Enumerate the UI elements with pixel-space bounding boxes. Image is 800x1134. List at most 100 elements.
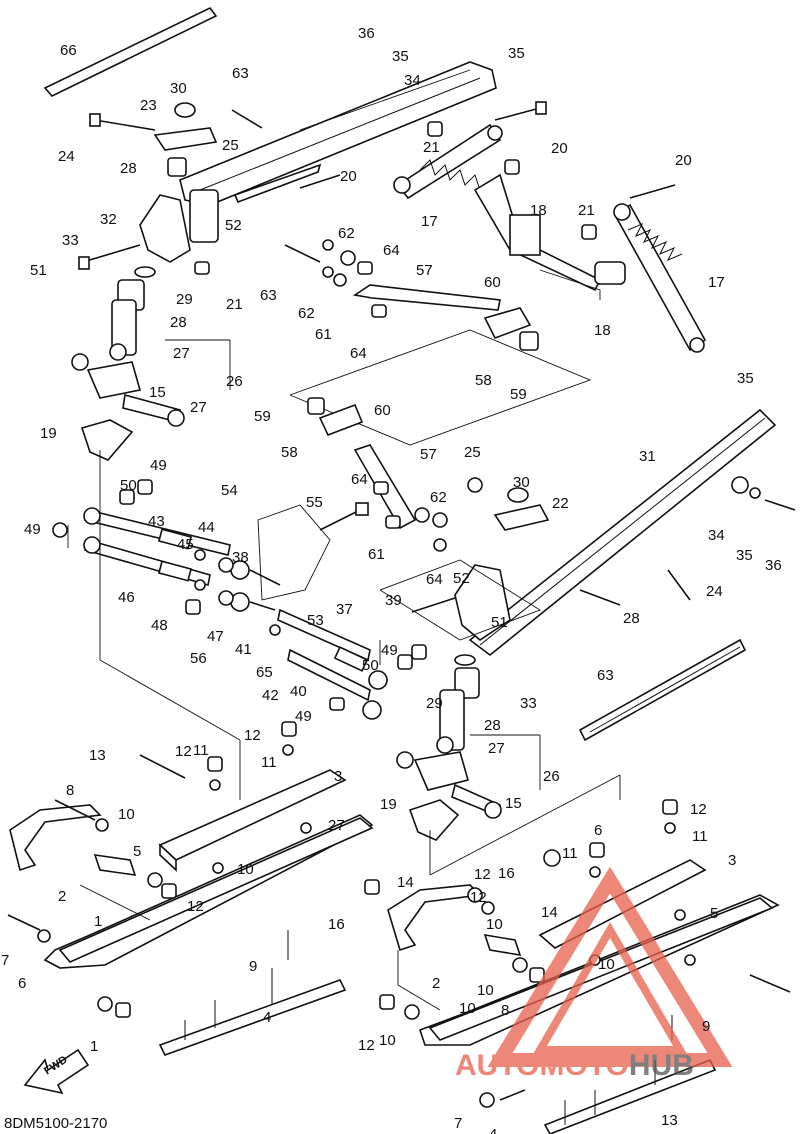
part-runner-left — [158, 979, 347, 1056]
callout-20: 20 — [551, 140, 568, 157]
callout-42: 42 — [262, 687, 279, 704]
callout-59: 59 — [510, 386, 527, 403]
callout-27: 27 — [488, 740, 505, 757]
callout-63: 63 — [232, 65, 249, 82]
callout-11: 11 — [562, 845, 578, 862]
callout-39: 39 — [385, 592, 402, 609]
callout-29: 29 — [426, 695, 443, 712]
callout-21: 21 — [423, 139, 440, 156]
callout-41: 41 — [235, 641, 252, 658]
top-assembly — [43, 6, 707, 461]
callout-12: 12 — [244, 727, 261, 744]
part-handle-right — [387, 884, 482, 952]
callout-19: 19 — [380, 796, 397, 813]
callout-15: 15 — [149, 384, 166, 401]
callout-1: 1 — [94, 913, 102, 930]
callout-55: 55 — [306, 494, 323, 511]
callout-1: 1 — [90, 1038, 98, 1055]
callout-61: 61 — [368, 546, 385, 563]
callout-6: 6 — [594, 822, 602, 839]
callout-16: 16 — [498, 865, 515, 882]
callout-38: 38 — [232, 549, 249, 566]
callout-62: 62 — [338, 225, 355, 242]
callout-30: 30 — [170, 80, 187, 97]
callout-45: 45 — [177, 536, 194, 553]
callout-48: 48 — [151, 617, 168, 634]
callout-12: 12 — [187, 898, 204, 915]
callout-5: 5 — [133, 843, 141, 860]
callout-35: 35 — [508, 45, 525, 62]
mid-assembly — [52, 397, 796, 841]
callout-63: 63 — [260, 287, 277, 304]
callout-64: 64 — [351, 471, 368, 488]
callout-61: 61 — [315, 326, 332, 343]
callout-14: 14 — [397, 874, 414, 891]
callout-28: 28 — [484, 717, 501, 734]
callout-8: 8 — [66, 782, 74, 799]
callout-35: 35 — [392, 48, 409, 65]
callout-64: 64 — [383, 242, 400, 259]
callout-10: 10 — [237, 861, 254, 878]
callout-27: 27 — [328, 817, 345, 834]
callout-64: 64 — [426, 571, 443, 588]
callout-34: 34 — [708, 527, 725, 544]
callout-15: 15 — [505, 795, 522, 812]
callout-60: 60 — [484, 274, 501, 291]
callout-62: 62 — [298, 305, 315, 322]
callout-5: 5 — [710, 905, 718, 922]
callout-36: 36 — [765, 557, 782, 574]
callout-21: 21 — [578, 202, 595, 219]
callout-26: 26 — [543, 768, 560, 785]
callout-9: 9 — [702, 1018, 710, 1035]
callout-11: 11 — [692, 828, 708, 845]
callout-6: 6 — [18, 975, 26, 992]
callout-11: 11 — [193, 742, 209, 759]
part-shock-upper — [393, 123, 503, 200]
callout-25: 25 — [222, 137, 239, 154]
callout-37: 37 — [336, 601, 353, 618]
callout-3: 3 — [728, 852, 736, 869]
drawing-code: 8DM5100-2170 — [4, 1115, 107, 1132]
callout-49: 49 — [381, 642, 398, 659]
callout-59: 59 — [254, 408, 271, 425]
callout-12: 12 — [175, 743, 192, 760]
callout-23: 23 — [140, 97, 157, 114]
callout-57: 57 — [416, 262, 433, 279]
callout-12: 12 — [470, 889, 487, 906]
callout-31: 31 — [639, 448, 656, 465]
callout-17: 17 — [421, 213, 438, 230]
callout-43: 43 — [148, 513, 165, 530]
callout-28: 28 — [120, 160, 137, 177]
callout-35: 35 — [736, 547, 753, 564]
callout-57: 57 — [420, 446, 437, 463]
callout-49: 49 — [295, 708, 312, 725]
part-strip-65 — [578, 638, 747, 742]
callout-40: 40 — [290, 683, 307, 700]
callout-10: 10 — [379, 1032, 396, 1049]
callout-4: 4 — [489, 1126, 497, 1134]
callout-9: 9 — [249, 958, 257, 975]
callout-28: 28 — [170, 314, 187, 331]
callout-12: 12 — [474, 866, 491, 883]
callout-13: 13 — [89, 747, 106, 764]
callout-24: 24 — [58, 148, 75, 165]
callout-50: 50 — [362, 657, 379, 674]
ski-right — [379, 799, 791, 1134]
callout-33: 33 — [62, 232, 79, 249]
callout-18: 18 — [594, 322, 611, 339]
callout-11: 11 — [261, 754, 277, 771]
callout-22: 22 — [552, 495, 569, 512]
part-strip-66 — [43, 6, 218, 97]
callout-53: 53 — [307, 612, 324, 629]
svg-text:AUTOMOTOHUB: AUTOMOTOHUB — [455, 1049, 694, 1082]
callout-8: 8 — [501, 1002, 509, 1019]
callout-10: 10 — [598, 956, 615, 973]
callout-66: 66 — [60, 42, 77, 59]
callout-26: 26 — [226, 373, 243, 390]
callout-19: 19 — [40, 425, 57, 442]
part-arm-upper — [179, 61, 497, 206]
callout-63: 63 — [597, 667, 614, 684]
callout-7: 7 — [1, 952, 9, 969]
callout-46: 46 — [118, 589, 135, 606]
callout-4: 4 — [263, 1009, 271, 1026]
